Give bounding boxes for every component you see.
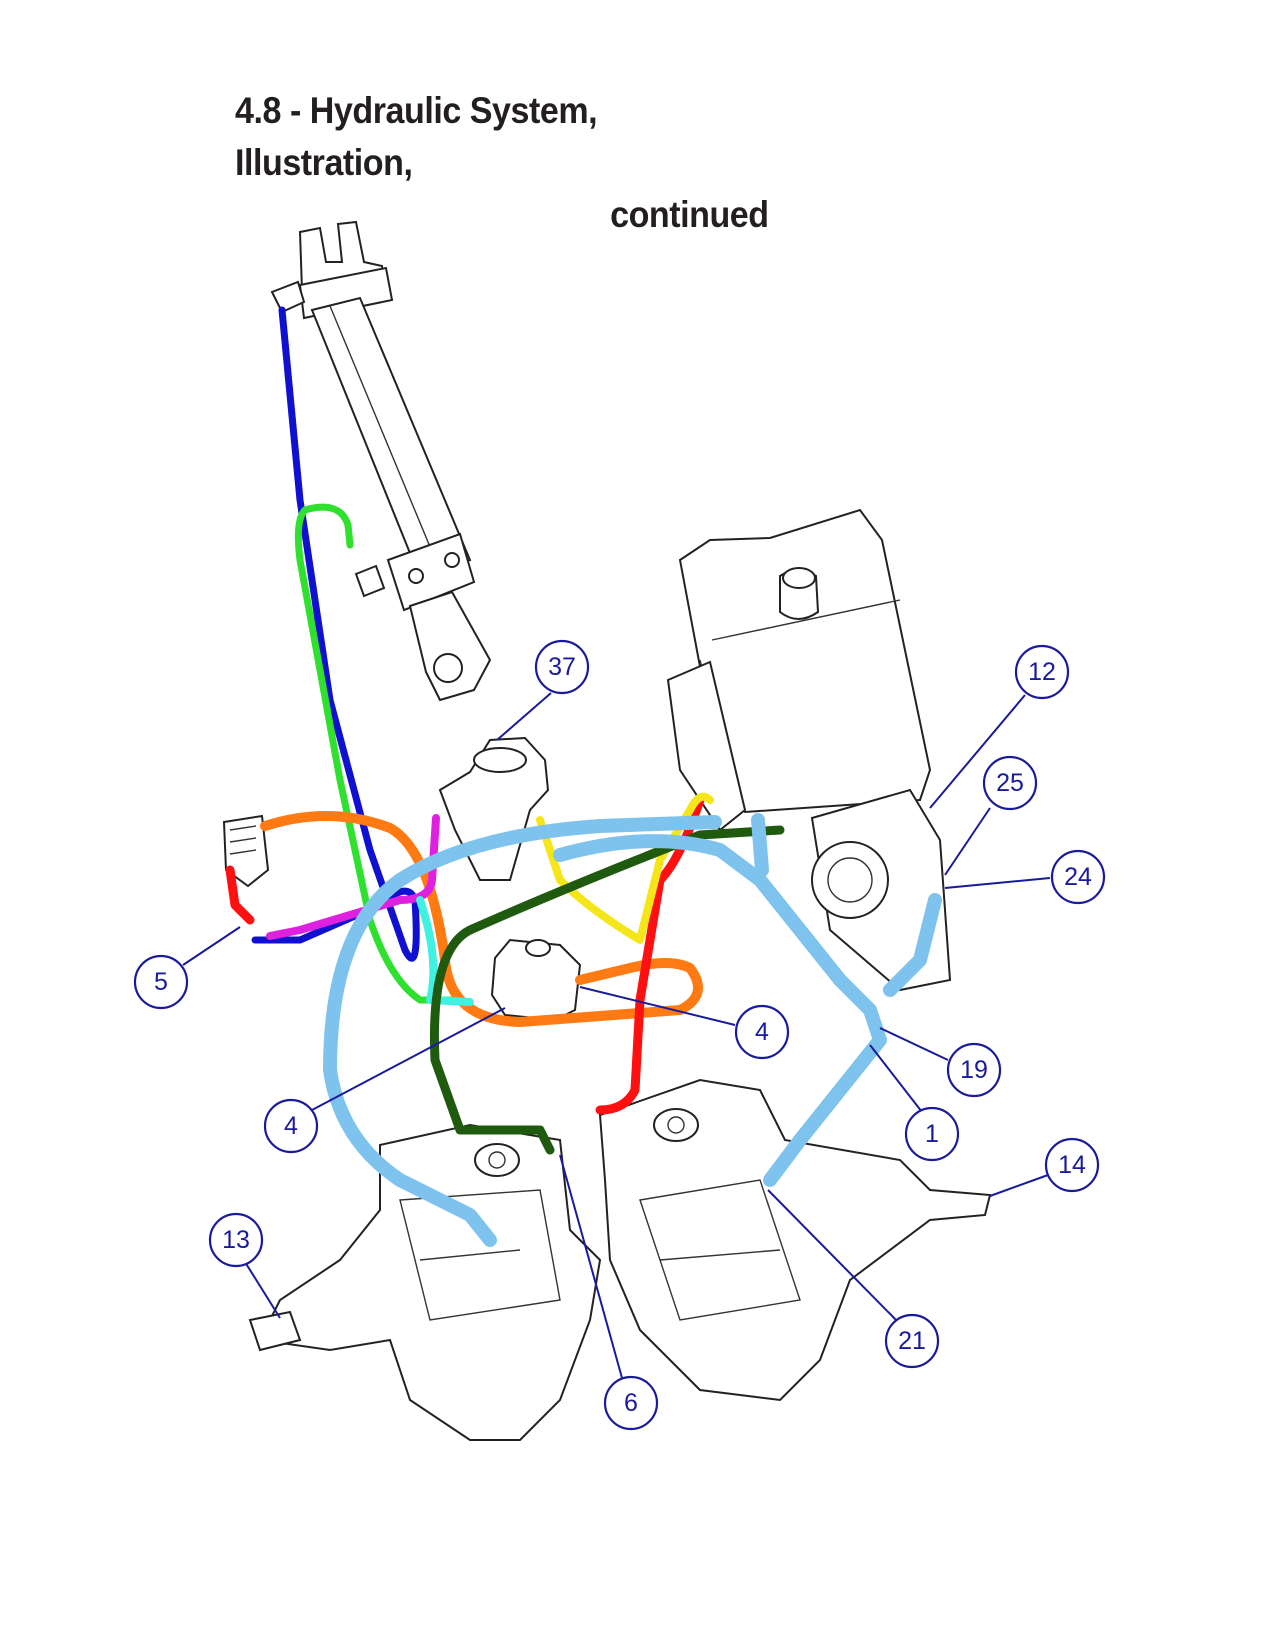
callout-4-left-label: 4 xyxy=(284,1112,298,1140)
callout-1: 1 xyxy=(904,1106,960,1162)
callout-25: 25 xyxy=(982,755,1038,811)
hydraulic-cylinder xyxy=(270,220,492,702)
callout-14: 14 xyxy=(1044,1137,1100,1193)
callout-21: 21 xyxy=(884,1313,940,1369)
callout-24-label: 24 xyxy=(1064,863,1092,891)
callout-4-right: 4 xyxy=(734,1004,790,1060)
callout-5-label: 5 xyxy=(154,968,168,996)
callout-14-label: 14 xyxy=(1058,1151,1086,1179)
control-valve xyxy=(222,814,270,888)
callout-6: 6 xyxy=(603,1375,659,1431)
callout-12: 12 xyxy=(1014,644,1070,700)
title-line-2: continued xyxy=(610,194,769,235)
callout-12-label: 12 xyxy=(1028,658,1056,686)
hydraulic-reservoir xyxy=(666,508,952,992)
leader-lines xyxy=(182,692,1051,1379)
callout-24: 24 xyxy=(1050,849,1106,905)
callout-4-left: 4 xyxy=(263,1098,319,1154)
callout-19: 19 xyxy=(946,1042,1002,1098)
hoses xyxy=(225,306,942,1247)
callout-4-right-label: 4 xyxy=(755,1018,769,1046)
callout-21-label: 21 xyxy=(898,1327,926,1355)
left-transaxle xyxy=(248,1123,602,1441)
right-transaxle xyxy=(598,1078,992,1402)
callout-19-label: 19 xyxy=(960,1056,988,1084)
callout-1-label: 1 xyxy=(925,1120,939,1148)
callout-13-label: 13 xyxy=(222,1226,250,1254)
flow-divider xyxy=(490,938,582,1022)
title-line-1: 4.8 - Hydraulic System, Illustration, xyxy=(235,90,598,183)
callout-6-label: 6 xyxy=(624,1389,638,1417)
callout-37: 37 xyxy=(534,639,590,695)
page-title: 4.8 - Hydraulic System, Illustration, co… xyxy=(235,85,769,241)
callout-37-label: 37 xyxy=(548,653,576,681)
callout-13: 13 xyxy=(208,1212,264,1268)
callout-5: 5 xyxy=(133,954,189,1010)
callout-25-label: 25 xyxy=(996,769,1024,797)
